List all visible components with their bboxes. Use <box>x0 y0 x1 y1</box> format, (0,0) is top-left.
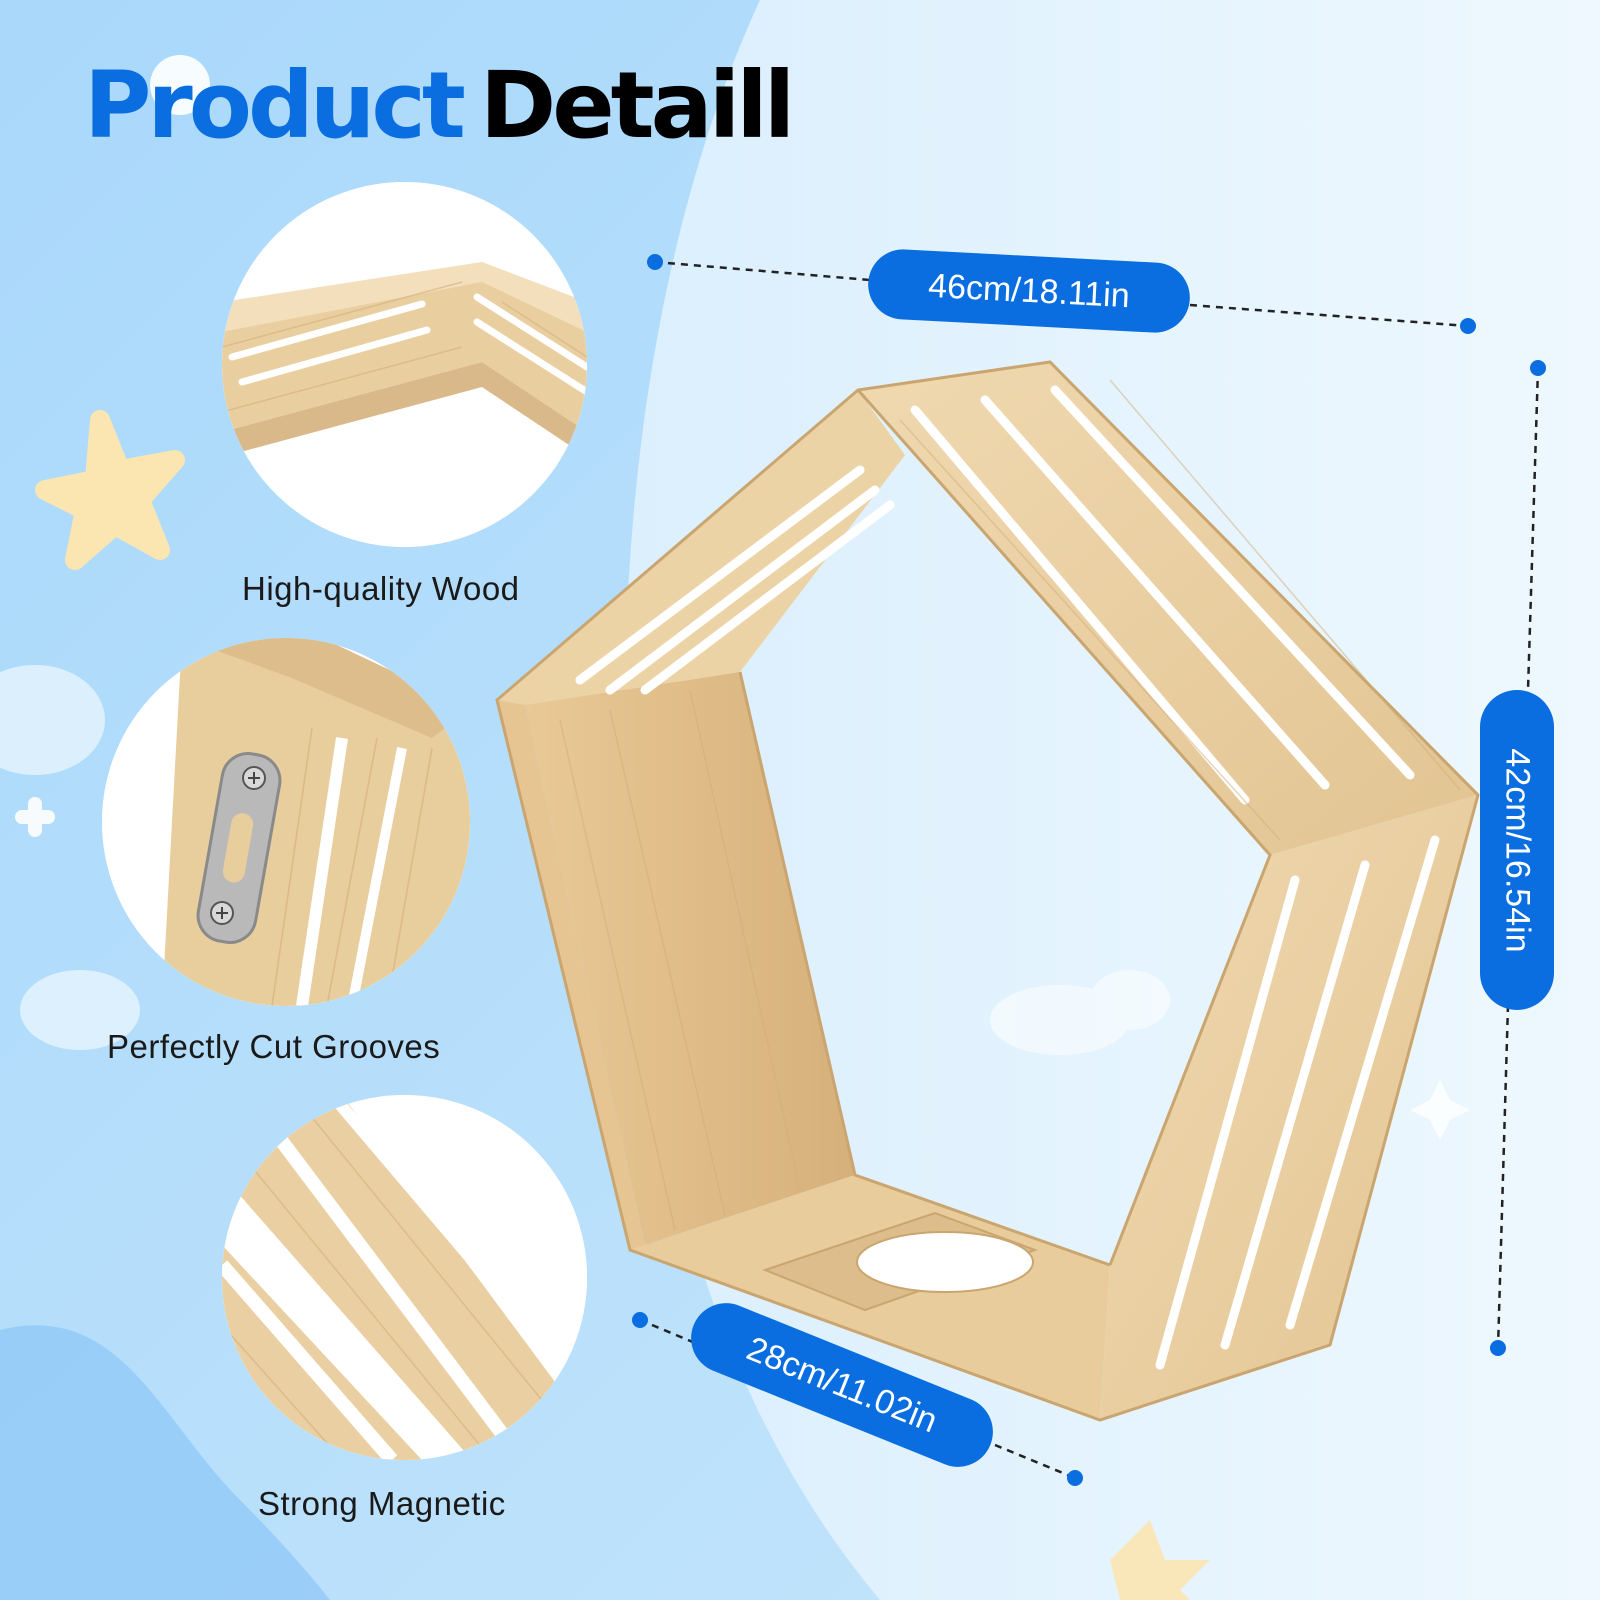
feature-label-magnetic: Strong Magnetic <box>258 1485 506 1522</box>
star-decoration <box>35 410 185 570</box>
dimension-height-badge: 42cm/16.54in <box>1480 690 1554 1010</box>
dimension-height-label: 42cm/16.54in <box>1498 747 1537 953</box>
cloud-decoration <box>0 665 1170 1055</box>
feature-label-wood: High-quality Wood <box>242 570 520 607</box>
feature-label-grooves: Perfectly Cut Grooves <box>107 1028 441 1065</box>
plus-decoration <box>15 797 55 837</box>
star-decoration <box>1110 1520 1210 1600</box>
detail-image-hanger <box>102 638 470 1006</box>
title-word-product: Product <box>84 52 466 159</box>
detail-image-wood-corner <box>222 182 587 547</box>
detail-image-grooves <box>222 1095 587 1460</box>
title-word-detail: Detaill <box>479 52 795 159</box>
